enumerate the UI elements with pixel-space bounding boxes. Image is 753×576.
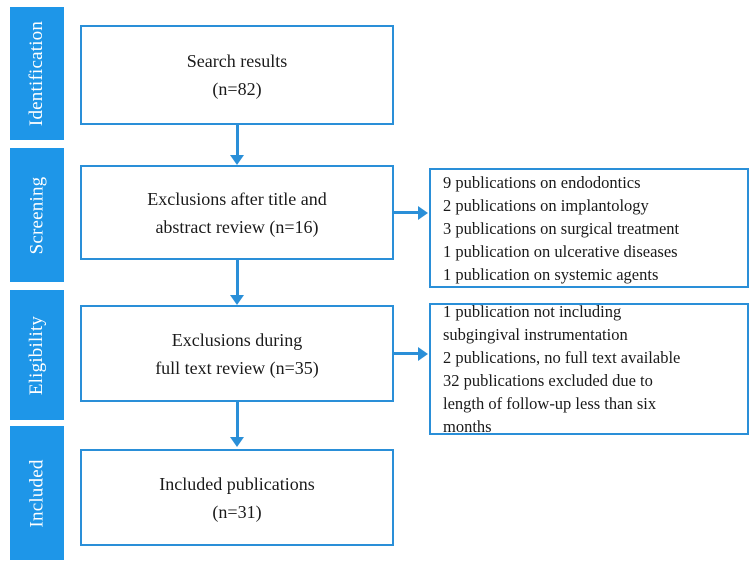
flow-box-fulltext-exclusions: Exclusions during full text review (n=35… (80, 305, 394, 402)
side-box-screening-exclusion-reasons: 9 publications on endodontics 2 publicat… (429, 168, 749, 288)
stage-label-identification: Identification (26, 20, 48, 127)
side-box-screening-exclusion-reasons-text: 9 publications on endodontics 2 publicat… (443, 172, 680, 284)
flow-box-title-abstract-exclusions-text: Exclusions after title and abstract revi… (147, 188, 327, 237)
connector-line-eligibility-to-exclusion-reasons (394, 352, 420, 355)
connector-line-eligibility-to-included (236, 402, 239, 439)
arrow-down-icon-search-to-screening (230, 155, 244, 165)
flow-box-fulltext-exclusions-text: Exclusions during full text review (n=35… (155, 329, 319, 378)
arrow-down-icon-eligibility-to-included (230, 437, 244, 447)
arrow-right-icon-eligibility-to-exclusion-reasons (418, 347, 428, 361)
side-box-fulltext-exclusion-reasons-text: 1 publication not including subgingival … (443, 302, 681, 436)
connector-line-screening-to-exclusion-reasons (394, 211, 420, 214)
stage-box-screening: Screening (10, 148, 64, 282)
flow-box-included-publications-text: Included publications (n=31) (159, 473, 315, 522)
arrow-down-icon-screening-to-eligibility (230, 295, 244, 305)
flow-box-title-abstract-exclusions: Exclusions after title and abstract revi… (80, 165, 394, 260)
stage-label-screening: Screening (26, 176, 48, 254)
flow-box-search-results: Search results (n=82) (80, 25, 394, 125)
stage-label-eligibility: Eligibility (26, 315, 48, 395)
flow-box-search-results-text: Search results (n=82) (186, 51, 288, 99)
connector-line-screening-to-eligibility (236, 260, 239, 297)
stage-box-included: Included (10, 426, 64, 560)
stage-box-eligibility: Eligibility (10, 290, 64, 420)
side-box-fulltext-exclusion-reasons: 1 publication not including subgingival … (429, 302, 749, 436)
connector-line-search-to-screening (236, 125, 239, 157)
stage-label-included: Included (26, 458, 48, 528)
arrow-right-icon-screening-to-exclusion-reasons (418, 206, 428, 220)
flow-box-included-publications: Included publications (n=31) (80, 449, 394, 546)
stage-box-identification: Identification (10, 7, 64, 140)
